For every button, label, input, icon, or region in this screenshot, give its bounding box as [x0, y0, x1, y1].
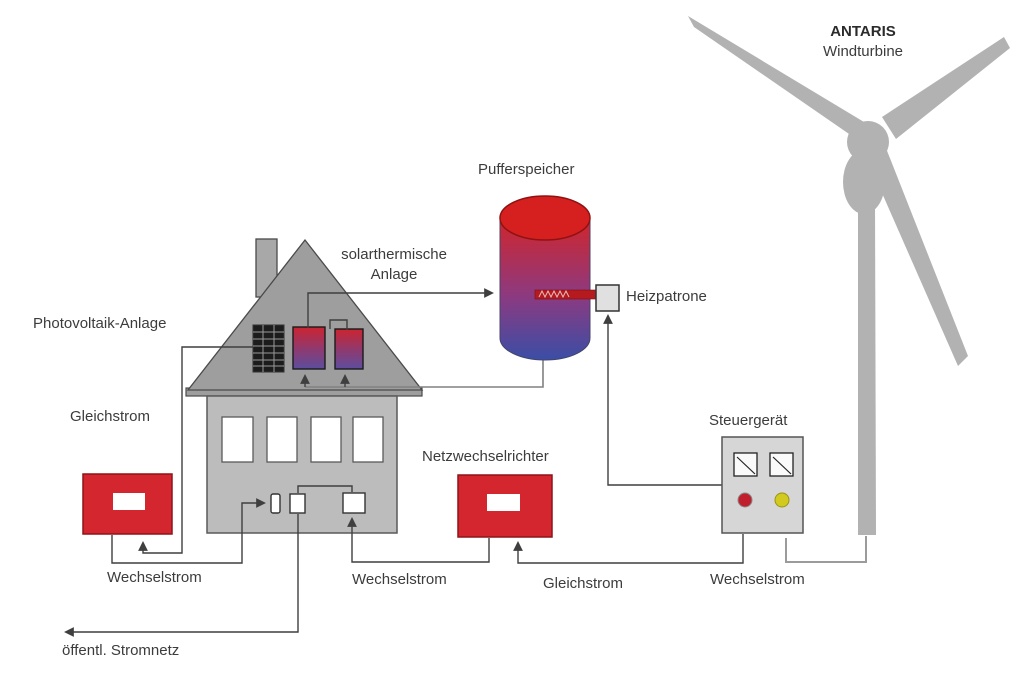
turbine-blade-right-icon: [882, 37, 1010, 139]
wind-turbine-label: ANTARIS Windturbine: [797, 22, 929, 62]
buffer-tank-icon: [499, 195, 591, 361]
solar-thermal-label-line1: solarthermische: [341, 246, 447, 263]
turbine-tower-icon: [858, 200, 876, 535]
plug-icon: [270, 493, 281, 514]
socket-icon: [342, 492, 366, 514]
collector-bridge-line: [329, 319, 348, 330]
turbine-blade-left-icon: [688, 16, 864, 136]
solar-supply-line: [307, 288, 494, 328]
window: [310, 416, 342, 463]
pv-dc-line: [138, 346, 253, 554]
buffer-tank-label: Pufferspeicher: [478, 161, 575, 178]
solar-thermal-label: solarthermische Anlage: [320, 245, 468, 285]
dc-mid-label: Gleichstrom: [543, 575, 624, 592]
grid-inverter-icon: [457, 474, 553, 538]
gauge-icon: [769, 452, 794, 477]
window: [352, 416, 384, 463]
gauge-icon: [733, 452, 758, 477]
indicator-light-yellow-icon: [774, 492, 790, 508]
windows: [221, 416, 384, 463]
dc-left-label: Gleichstrom: [70, 408, 151, 425]
ac-left-label: Wechselstrom: [107, 569, 202, 586]
ac-right-label: Wechselstrom: [710, 571, 805, 588]
control-unit-label: Steuergerät: [709, 412, 788, 429]
turbine-blade-down-icon: [860, 133, 968, 366]
grid-inverter-ac-line: [347, 517, 490, 563]
solar-thermal-label-line2: Anlage: [370, 266, 418, 283]
heating-cartridge-icon: [534, 284, 620, 312]
public-grid-line: [64, 514, 299, 637]
public-grid-label: öffentl. Stromnetz: [62, 642, 180, 659]
ac-mid-label: Wechselstrom: [352, 571, 447, 588]
cartridge-feed-line: [603, 314, 722, 486]
solar-collector-icon: [292, 326, 326, 370]
socket-bridge-line: [297, 485, 353, 493]
indicator-light-red-icon: [737, 492, 753, 508]
wind-turbine-icon: [688, 16, 1010, 535]
wind-type-label: Windturbine: [822, 43, 904, 60]
control-dc-line: [513, 534, 744, 564]
window: [221, 416, 254, 463]
photovoltaic-label: Photovoltaik-Anlage: [33, 315, 167, 332]
turbine-nacelle-icon: [843, 150, 885, 214]
socket-icon: [289, 493, 306, 514]
pv-ac-line: [111, 498, 266, 564]
grid-inverter-label: Netzwechselrichter: [422, 448, 549, 465]
pv-inverter-icon: [82, 473, 173, 535]
wind-brand-label: ANTARIS: [830, 23, 896, 40]
solar-return-line: [305, 359, 544, 388]
control-unit-icon: [721, 436, 804, 534]
house-sockets: [270, 492, 366, 514]
wind-ac-line: [785, 536, 867, 563]
pv-panel-icon: [252, 324, 285, 373]
solar-collector-icon: [334, 328, 364, 370]
heating-cartridge-label: Heizpatrone: [626, 288, 707, 305]
window: [266, 416, 298, 463]
